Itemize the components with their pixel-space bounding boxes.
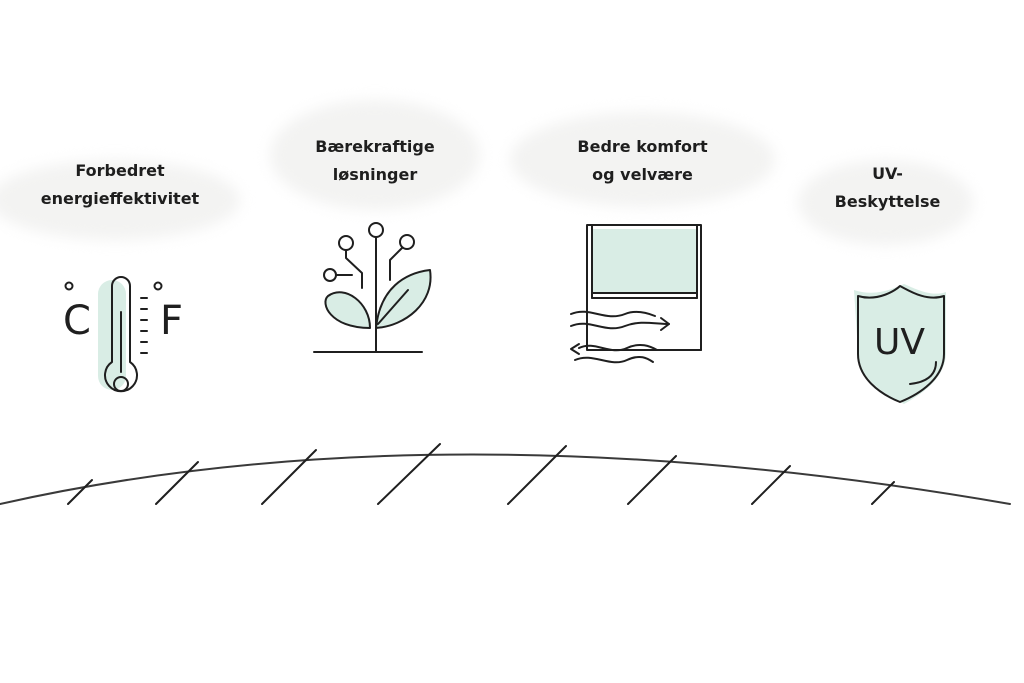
uv-shield-icon: UV <box>854 284 946 404</box>
celsius-symbol: C <box>63 298 91 344</box>
ground-hatch <box>871 481 895 505</box>
label-background <box>270 100 480 210</box>
label-background <box>0 160 240 240</box>
window-blind-airflow-icon <box>570 224 702 364</box>
ground-hatch <box>627 455 677 505</box>
ground-hatch <box>155 461 199 505</box>
uv-text: UV <box>874 322 925 363</box>
thermometer-icon: C F <box>63 276 183 393</box>
label-background <box>798 160 973 245</box>
ground-hatch <box>507 445 567 505</box>
fahrenheit-symbol: F <box>160 298 183 344</box>
ground-hatch <box>67 479 93 505</box>
plant-circuit-icon <box>313 222 432 353</box>
ground-hatch <box>751 465 791 505</box>
ground-hatch <box>261 449 317 505</box>
feature-label: Bedre komfort og velvære <box>577 137 708 184</box>
ground-hatch <box>377 443 441 505</box>
ground-curve <box>0 443 1011 505</box>
label-background <box>510 112 775 207</box>
feature-label: UV- Beskyttelse <box>834 164 941 211</box>
feature-label: Bærekraftige løsninger <box>315 137 435 184</box>
feature-label: Forbedret energieffektivitet <box>40 161 200 208</box>
